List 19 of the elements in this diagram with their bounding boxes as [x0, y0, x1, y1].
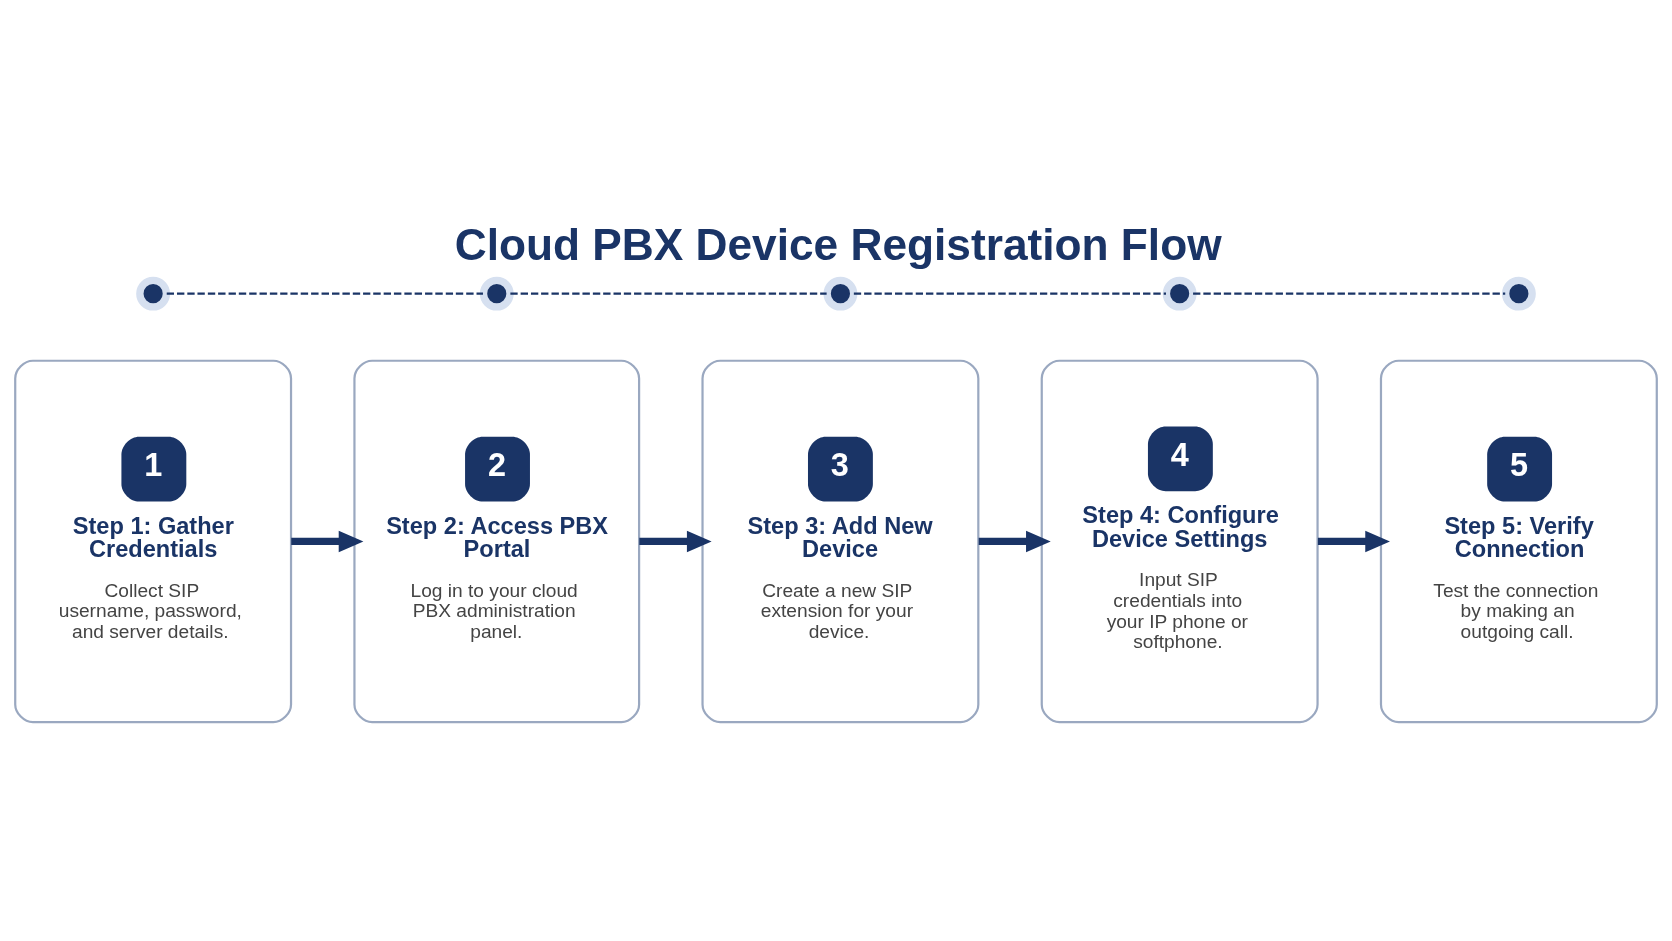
arrow: [978, 530, 1051, 552]
node-circle: [136, 276, 171, 311]
node-circle: [1501, 276, 1536, 311]
arrow: [639, 530, 712, 552]
diagram-title: Cloud PBX Device Registration Flow: [454, 219, 1222, 269]
node-box: 3 Step 3: Add New Device Create a new SIP extension for your device.: [701, 359, 980, 723]
node-box: 5 Step 5: Verify Connection Test the connection by making an outgoing call.: [1379, 359, 1658, 723]
node-box: 4 Step 4: Configure Device Settings Input SIP credentials into your IP phone or softphone.: [1040, 359, 1319, 723]
connector: [166, 292, 483, 295]
arrow: [1317, 530, 1390, 552]
arrow: [291, 530, 364, 552]
connector: [1193, 292, 1506, 295]
connector: [510, 292, 827, 295]
node-circle: [823, 276, 858, 311]
node-box: 1 Step 1: Gather Credentials Collect SIP username, password, and server details.: [14, 359, 293, 723]
node-box: 2 Step 2: Access PBX Portal Log in to your cloud PBX administration panel.: [353, 359, 641, 723]
node-circle: [479, 276, 514, 311]
connector: [853, 292, 1166, 295]
node-circle: [1162, 276, 1197, 311]
